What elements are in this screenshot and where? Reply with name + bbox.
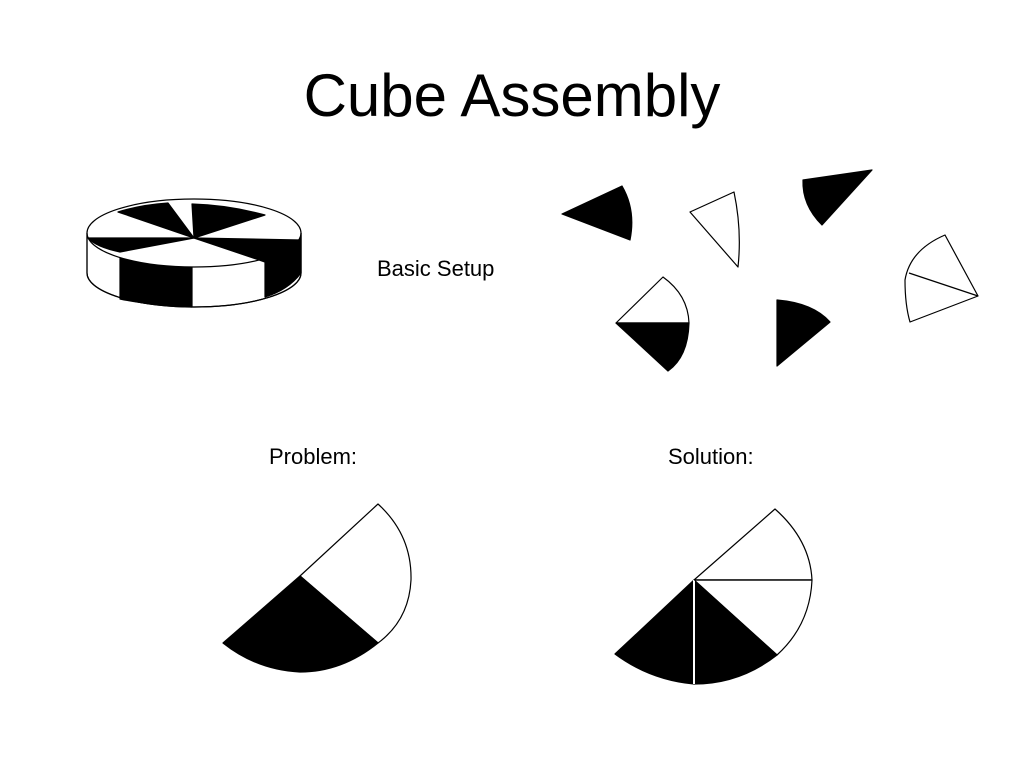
solution-light-top <box>693 508 813 581</box>
solution-label: Solution: <box>668 444 754 469</box>
solution-diagram <box>614 508 813 685</box>
cylinder-top-wedge-4 <box>117 202 195 239</box>
piece-dark-2 <box>802 169 873 226</box>
piece-half-top <box>615 276 690 324</box>
piece-half-bottom <box>615 322 690 372</box>
problem-dark-section <box>222 575 379 673</box>
piece-dark-3 <box>776 299 831 367</box>
problem-light-section <box>299 503 412 644</box>
piece-light-1 <box>689 191 740 268</box>
cylinder-top-wedge-3 <box>87 237 195 253</box>
solution-dark-right <box>693 579 778 685</box>
cylinder-top-wedge-1 <box>191 203 266 239</box>
piece-dark-1 <box>561 185 633 241</box>
problem-diagram <box>222 503 412 673</box>
solution-light-middle <box>693 579 813 656</box>
scattered-pieces <box>561 169 979 372</box>
basic-setup-label: Basic Setup <box>377 256 495 281</box>
slide-title: Cube Assembly <box>303 62 721 129</box>
cylinder-disc <box>86 198 302 308</box>
piece-light-2-divider <box>908 272 979 297</box>
cylinder-top-wedge-2 <box>193 237 301 263</box>
problem-label: Problem: <box>269 444 358 469</box>
cylinder-bottom-edge <box>86 272 302 308</box>
solution-dark-left <box>614 579 695 685</box>
piece-light-2 <box>904 234 979 323</box>
